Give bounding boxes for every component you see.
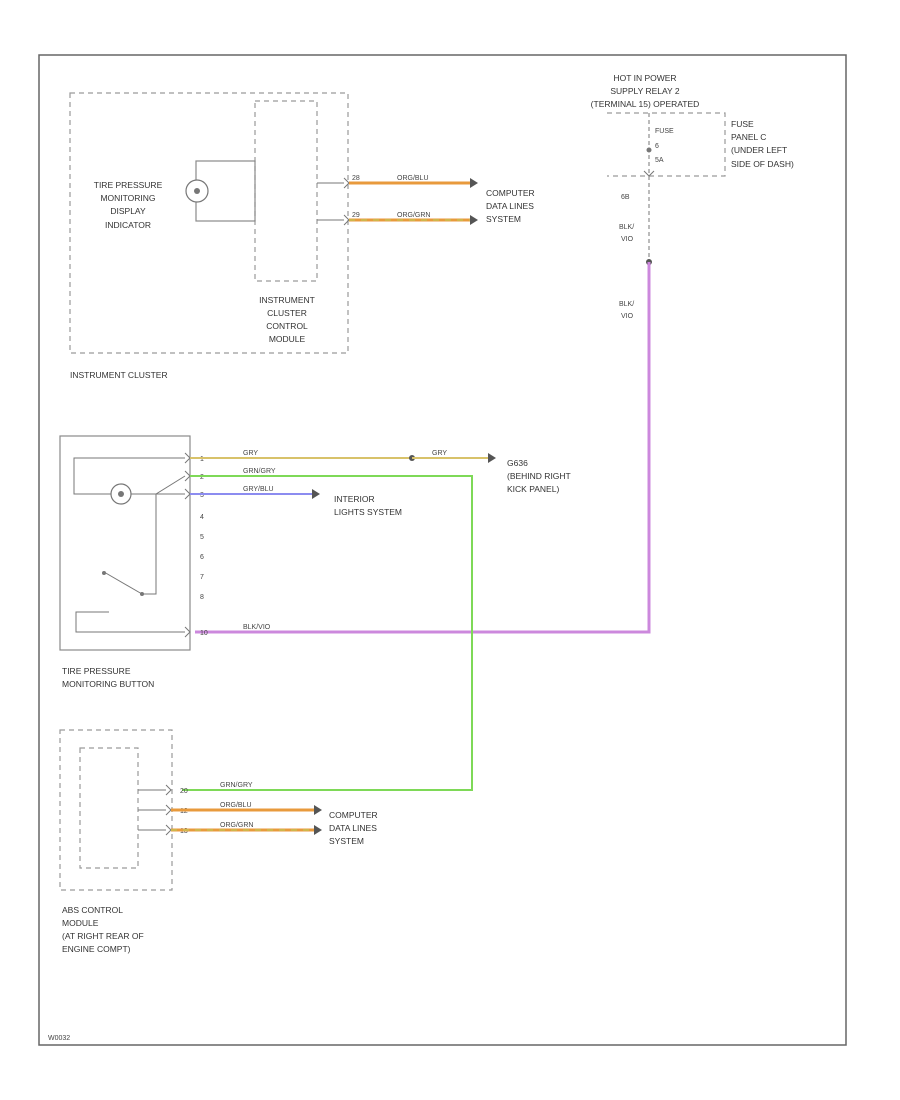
switch-lead xyxy=(142,493,185,595)
power-wire-label-2b: VIO xyxy=(621,313,634,320)
cluster-pin-29: 29 xyxy=(352,212,360,219)
footer-code: W0032 xyxy=(48,1035,70,1042)
connector-pin-10 xyxy=(184,626,191,638)
wire-blk-vio-label: BLK/VIO xyxy=(243,624,271,631)
wire-gry-label-2: GRY xyxy=(432,450,447,457)
fuse-icon xyxy=(646,147,652,153)
power-header-2: SUPPLY RELAY 2 xyxy=(610,86,680,96)
wire-gry-label-1: GRY xyxy=(243,450,258,457)
power-header-1: HOT IN POWER xyxy=(613,73,676,83)
cluster-wire-label-2: ORG/GRN xyxy=(397,212,430,219)
module-label-4: MODULE xyxy=(269,334,306,344)
connector-pin-1 xyxy=(184,452,191,464)
wire-grn-gry-label: GRN/GRY xyxy=(243,468,276,475)
abs-inner-box xyxy=(79,747,139,869)
fuse-number: 6 xyxy=(655,143,659,150)
abs-wire-label-20: GRN/GRY xyxy=(220,782,253,789)
abs-title-3: (AT RIGHT REAR OF xyxy=(62,931,144,941)
switch-pivot xyxy=(102,571,106,575)
module-label-2: CLUSTER xyxy=(267,308,307,318)
button-pin-1: 1 xyxy=(200,456,204,463)
abs-title-1: ABS CONTROL xyxy=(62,905,123,915)
abs-dest-2: DATA LINES xyxy=(329,823,377,833)
connector-pin-2 xyxy=(184,470,191,482)
wire-grn-gry xyxy=(182,475,473,791)
instrument-cluster-title: INSTRUMENT CLUSTER xyxy=(70,370,168,380)
button-title-2: MONITORING BUTTON xyxy=(62,679,154,689)
power-supply: HOT IN POWER SUPPLY RELAY 2 (TERMINAL 15… xyxy=(195,73,794,634)
monitoring-button: 1 2 3 4 5 6 7 8 10 GRY GRY G636 (BEHIND … xyxy=(59,435,571,791)
button-pin-2: 2 xyxy=(200,474,204,481)
cluster-control-module-box xyxy=(254,100,318,282)
power-wire-label-2a: BLK/ xyxy=(619,301,634,308)
button-title-1: TIRE PRESSURE xyxy=(62,666,131,676)
ground-arrow-icon xyxy=(488,453,496,463)
button-pin-5: 5 xyxy=(200,534,204,541)
indicator-label-3: DISPLAY xyxy=(110,206,146,216)
fuse-panel-4: SIDE OF DASH) xyxy=(731,159,794,169)
fuse-name: FUSE xyxy=(655,128,674,135)
cluster-wire-label-1: ORG/BLU xyxy=(397,175,429,182)
connector-abs-12 xyxy=(165,804,172,816)
abs-title-2: MODULE xyxy=(62,918,99,928)
abs-wire-label-13: ORG/GRN xyxy=(220,822,253,829)
abs-wire-label-12: ORG/BLU xyxy=(220,802,252,809)
indicator-bulb-core xyxy=(194,188,200,194)
indicator-label-4: INDICATOR xyxy=(105,220,151,230)
lamp-lead-2 xyxy=(131,475,186,495)
ground-label-1: G636 xyxy=(507,458,528,468)
abs-dest-1: COMPUTER xyxy=(329,810,378,820)
connector-abs-13 xyxy=(165,824,172,836)
abs-title-4: ENGINE COMPT) xyxy=(62,944,131,954)
cluster-pin-28: 28 xyxy=(352,175,360,182)
arrow-icon xyxy=(470,215,478,225)
fuse-panel-3: (UNDER LEFT xyxy=(731,145,787,155)
lights-label-2: LIGHTS SYSTEM xyxy=(334,507,402,517)
fuse-panel-1: FUSE xyxy=(731,119,754,129)
module-label-3: CONTROL xyxy=(266,321,308,331)
fuse-panel-2: PANEL C xyxy=(731,132,766,142)
button-lamp-core xyxy=(118,491,124,497)
arrow-icon xyxy=(314,825,322,835)
power-wire-label-1a: BLK/ xyxy=(619,224,634,231)
fuse-amperage: 5A xyxy=(655,157,664,164)
ground-label-2: (BEHIND RIGHT xyxy=(507,471,571,481)
button-pin-10: 10 xyxy=(200,630,208,637)
instrument-cluster: TIRE PRESSURE MONITORING DISPLAY INDICAT… xyxy=(69,92,535,380)
connector-abs-20 xyxy=(165,784,172,796)
abs-control-module: 20 12 13 GRN/GRY ORG/BLU ORG/GRN COMPUTE… xyxy=(59,729,378,954)
ground-label-3: KICK PANEL) xyxy=(507,484,559,494)
cluster-dest-3: SYSTEM xyxy=(486,214,521,224)
cluster-dest-2: DATA LINES xyxy=(486,201,534,211)
button-pin-4: 4 xyxy=(200,514,204,521)
abs-pin-20: 20 xyxy=(180,788,188,795)
lights-label-1: INTERIOR xyxy=(334,494,375,504)
connector-pin-3 xyxy=(184,488,191,500)
indicator-label-1: TIRE PRESSURE xyxy=(94,180,163,190)
arrow-icon xyxy=(312,489,320,499)
power-wire-label-1b: VIO xyxy=(621,236,634,243)
button-pin-8: 8 xyxy=(200,594,204,601)
button-pin-3: 3 xyxy=(200,492,204,499)
switch-blade-icon xyxy=(103,571,143,595)
arrow-icon xyxy=(314,805,322,815)
button-pin-6: 6 xyxy=(200,554,204,561)
button-housing xyxy=(59,435,191,651)
fuse-panel-box xyxy=(607,112,726,177)
power-pin: 6B xyxy=(621,194,630,201)
power-header-3: (TERMINAL 15) OPERATED xyxy=(591,99,700,109)
indicator-label-2: MONITORING xyxy=(100,193,155,203)
arrow-icon xyxy=(470,178,478,188)
lamp-lead-1 xyxy=(73,457,185,495)
cluster-dest-1: COMPUTER xyxy=(486,188,535,198)
button-pin-7: 7 xyxy=(200,574,204,581)
switch-lead-2 xyxy=(75,611,185,633)
wire-blk-vio xyxy=(195,262,651,634)
wire-gry-blu-label: GRY/BLU xyxy=(243,486,274,493)
instrument-cluster-box xyxy=(69,92,349,354)
abs-dest-3: SYSTEM xyxy=(329,836,364,846)
diagram-frame xyxy=(38,54,847,1046)
module-label-1: INSTRUMENT xyxy=(259,295,315,305)
